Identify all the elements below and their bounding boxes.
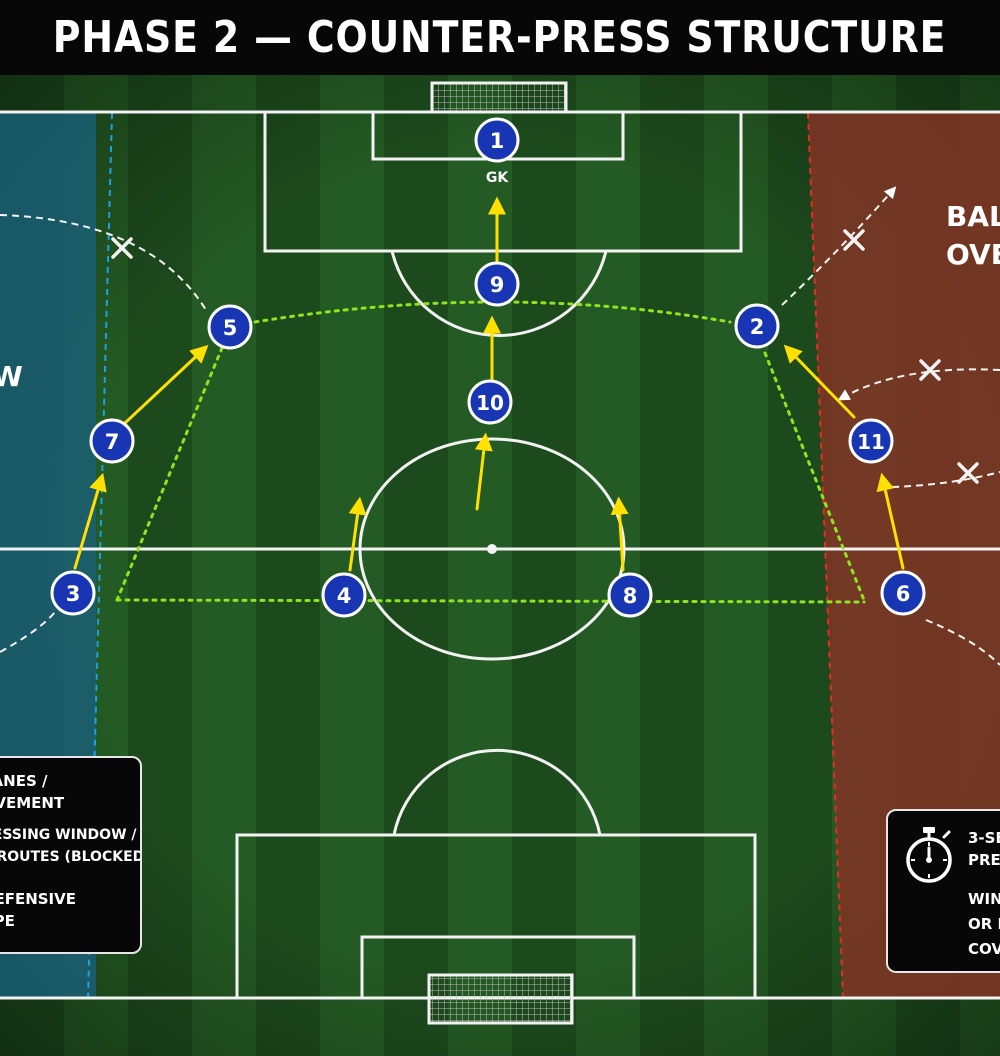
info-heading: 3-SE PRE (968, 829, 1000, 869)
player-marker[interactable]: 5 (207, 304, 253, 350)
blocked-route-left-top (0, 214, 207, 311)
bottom-goal (427, 973, 574, 1025)
player-number: 3 (66, 582, 81, 606)
run-arrow (610, 496, 629, 572)
block-x-icon (957, 462, 979, 484)
tactical-pitch: 1 GK 9 5 2 10 7 11 3 (0, 75, 1000, 1056)
title-bar: PHASE 2 — COUNTER-PRESS STRUCTURE (0, 0, 1000, 75)
run-arrow (783, 344, 856, 419)
player-number: 5 (223, 316, 238, 340)
blocked-route-right-top (781, 186, 897, 306)
blocked-routes (0, 186, 1000, 666)
blocked-route-left-bottom (0, 611, 56, 653)
run-arrow (348, 496, 367, 572)
block-x-icon (843, 229, 865, 251)
run-arrow (474, 432, 493, 511)
player-number: 2 (750, 315, 765, 339)
shape-line-right (763, 351, 866, 602)
player-marker[interactable]: 7 (89, 418, 135, 464)
legend-panel-left: LANES / OVEMENT RESSING WINDOW / E ROUTE… (0, 756, 142, 954)
players: 1 GK 9 5 2 10 7 11 3 (50, 117, 926, 618)
player-marker[interactable]: 9 (474, 261, 520, 307)
player-number: 11 (857, 430, 885, 454)
blocked-route-right-mid (837, 368, 1000, 401)
legend-item-pressing-window: RESSING WINDOW / E ROUTES (BLOCKED) (0, 827, 140, 865)
player-number: 9 (490, 273, 505, 297)
block-x-icon (111, 237, 133, 259)
player-number: 1 (490, 129, 505, 153)
center-spot (487, 544, 497, 554)
player-number: 4 (337, 584, 352, 608)
info-panel-right: 3-SE PRE WIN OR D COV (886, 809, 1000, 973)
player-number: 7 (105, 430, 120, 454)
blocked-route-right-low (891, 471, 1000, 488)
legend-item-defensive-shape: DEFENSIVE APE (0, 890, 76, 930)
player-number: 8 (623, 584, 638, 608)
run-arrow (123, 344, 209, 425)
player-number: 10 (476, 391, 504, 415)
right-zone-boundary (807, 112, 844, 999)
player-number: 6 (896, 582, 911, 606)
movement-arrows (73, 196, 905, 572)
right-zone-label: BAL OVE (946, 200, 1000, 271)
player-marker[interactable]: 11 (848, 418, 894, 464)
player-marker[interactable]: 4 (321, 572, 367, 618)
run-arrow (73, 472, 107, 570)
shape-line-left (115, 346, 224, 602)
left-zone-label: W (0, 360, 23, 393)
player-marker[interactable]: 8 (607, 572, 653, 618)
block-markers (111, 229, 979, 484)
player-marker[interactable]: 10 (467, 379, 513, 425)
right-zone-overlay (808, 113, 1000, 998)
player-marker[interactable]: 3 (50, 570, 96, 616)
legend-item-lanes: LANES / OVEMENT (0, 772, 65, 812)
shape-line-bottom (115, 598, 866, 604)
run-arrow (876, 472, 905, 570)
goalkeeper-label: GK (486, 170, 509, 186)
info-body: WIN OR D COV (968, 890, 1000, 958)
block-x-icon (919, 359, 941, 381)
player-marker[interactable]: 2 (734, 303, 780, 349)
player-marker[interactable]: 6 (880, 570, 926, 616)
top-goal (430, 81, 568, 114)
page-title: PHASE 2 — COUNTER-PRESS STRUCTURE (53, 12, 947, 63)
player-marker[interactable]: 1 (474, 117, 520, 163)
blocked-route-right-bottom (925, 619, 1000, 666)
stopwatch-icon (906, 827, 952, 883)
